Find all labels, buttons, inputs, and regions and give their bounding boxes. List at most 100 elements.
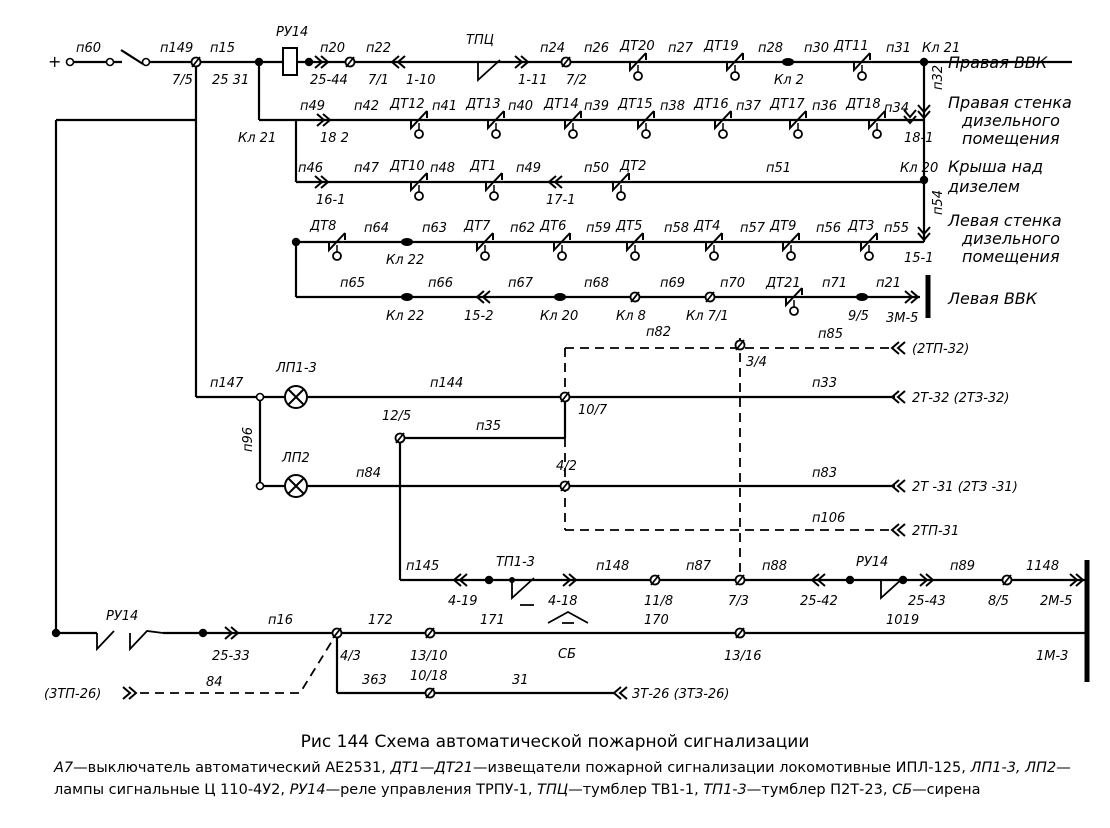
wire-label: 171 (480, 613, 505, 628)
wire-label: п21 (876, 276, 901, 291)
wire-label: п36 (812, 99, 837, 114)
legend-symbol: СБ (892, 782, 913, 798)
terminal-label: Кл 21 (922, 41, 960, 56)
detector-label: ДТ9 (769, 219, 796, 234)
terminal-label: 15-1 (904, 251, 934, 266)
relay-label: РУ14 (106, 609, 138, 624)
wire-label: 31 (512, 673, 529, 688)
detector-label: ДТ21 (765, 276, 801, 291)
wire-label: п40 (508, 99, 533, 114)
wire-label: п58 (664, 221, 689, 236)
terminal-label: 7/1 (368, 73, 389, 88)
terminal-label: 25-33 (212, 649, 250, 664)
zone-label: помещения (962, 129, 1060, 148)
wire-label: п63 (422, 221, 447, 236)
terminal-label: Кл 20 (900, 161, 938, 176)
terminal-label: 12/5 (382, 409, 411, 424)
terminal-label: Кл 22 (386, 253, 424, 268)
wire-label: п84 (356, 466, 381, 481)
legend-text: —реле управления ТРПУ-1, (325, 782, 538, 798)
plus-terminal: + (48, 52, 61, 71)
zone-label: Правая ВВК (948, 53, 1048, 72)
terminal-label: 16-1 (316, 193, 346, 208)
wire-label: п147 (210, 376, 244, 391)
wire-label: п41 (432, 99, 457, 114)
zone-label: дизелем (947, 177, 1020, 196)
zone-label: Крыша над (948, 157, 1043, 176)
zone-label: Левая стенка (947, 211, 1062, 230)
wire-label: п33 (812, 376, 837, 391)
wire-label: п46 (298, 161, 323, 176)
detector-label: ДТ7 (463, 219, 491, 234)
terminal-label: Кл 21 (238, 131, 276, 146)
legend-symbol: РУ14 (289, 782, 326, 798)
detector-label: ДТ5 (615, 219, 642, 234)
detector-label: ДТ1 (469, 159, 496, 174)
wire-label: п55 (884, 221, 909, 236)
detector-label: ДТ10 (389, 159, 425, 174)
wire-label: 363 (362, 673, 387, 688)
wire-label: 170 (644, 613, 669, 628)
zone-label: Левая ВВК (947, 289, 1038, 308)
wire-label: п71 (822, 276, 847, 291)
wire-label: п24 (540, 41, 565, 56)
wire-label: 1148 (1026, 559, 1059, 574)
wire-label: п87 (686, 559, 712, 574)
detector-label: ДТ2 (619, 159, 646, 174)
terminal-label: 25-44 (310, 73, 348, 88)
terminal-label: 18 2 (320, 131, 349, 146)
connector-label: 3Т-26 (3ТЗ-26) (632, 687, 730, 702)
wire-label: п85 (818, 327, 843, 342)
wire-label: п48 (430, 161, 455, 176)
wire-label: п37 (736, 99, 762, 114)
wire-label: п65 (340, 276, 365, 291)
terminal-label: 4/3 (340, 649, 361, 664)
legend-text: —извещатели пожарной сигнализации локомо… (473, 760, 971, 776)
wire-label: п35 (476, 419, 501, 434)
wire-label: п59 (586, 221, 611, 236)
detector-label: ДТ20 (619, 39, 655, 54)
terminal-labels: 7/5 25 31 25-44 7/1 1-10 1-11 7/2 Кл 2 К… (172, 41, 1072, 684)
legend-text: —тумблер П2Т-23, (746, 782, 893, 798)
wire-label: 1019 (886, 613, 919, 628)
legend-text: —лампы сигнальные Ц 110-4У2, (54, 760, 1071, 798)
detector-label: ДТ11 (833, 39, 869, 54)
zone-labels: Правая ВВК Правая стенка дизельного поме… (947, 53, 1072, 308)
wire-label: п88 (762, 559, 787, 574)
wire-label: п67 (508, 276, 534, 291)
detector-label: ДТ4 (693, 219, 720, 234)
wire-label: п96 (241, 427, 256, 452)
wire-label: п145 (406, 559, 439, 574)
wire-label: п54 (931, 190, 946, 215)
detector-label: ДТ16 (693, 97, 729, 112)
wire-label: п32 (931, 65, 946, 90)
wire-label: п66 (428, 276, 453, 291)
terminal-label: Кл 2 (774, 73, 804, 88)
terminal-label: 25 31 (212, 73, 249, 88)
terminal-label: 18-1 (904, 131, 934, 146)
wire-label: п34 (884, 101, 909, 116)
detector-label: ДТ6 (539, 219, 566, 234)
wire-label: п83 (812, 466, 837, 481)
relay-label: РУ14 (856, 555, 888, 570)
terminal-label: 25-42 (800, 594, 838, 609)
terminal-label: 11/8 (644, 594, 673, 609)
terminal-label: Кл 22 (386, 309, 424, 324)
detector-label: ДТ18 (845, 97, 881, 112)
wiring (54, 47, 1090, 695)
terminal-label: 1-11 (518, 73, 548, 88)
wire-label: п31 (886, 41, 911, 56)
zone-label: помещения (962, 247, 1060, 266)
wire-labels: п60 п149 п15 п20 п22 п24 п26 п27 п28 п30… (76, 41, 1059, 690)
wire-label: п15 (210, 41, 235, 56)
terminal-label: Кл 7/1 (686, 309, 729, 324)
zone-label: Правая стенка (948, 93, 1072, 112)
wire-label: п70 (720, 276, 745, 291)
switch-label: ТПЦ (466, 33, 494, 48)
detector-label: ДТ15 (617, 97, 653, 112)
terminal-label: Кл 20 (540, 309, 578, 324)
detector-label: ДТ3 (847, 219, 874, 234)
terminal-label: 8/5 (988, 594, 1009, 609)
legend-symbol: ЛП1-3, ЛП2 (970, 760, 1057, 776)
wire-label: п82 (646, 325, 671, 340)
